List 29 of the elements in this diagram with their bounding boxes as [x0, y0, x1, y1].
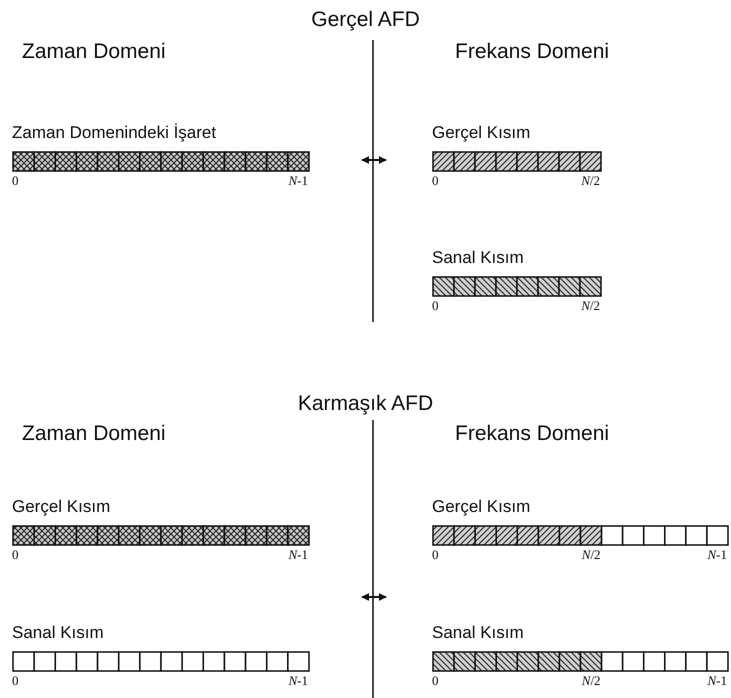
index-label: N/2 — [580, 547, 601, 563]
array-heading: Sanal Kısım — [432, 623, 524, 643]
index-label: N/2 — [580, 173, 600, 189]
index-label: 0 — [432, 547, 438, 563]
index-label: 0 — [432, 173, 438, 189]
index-label: 0 — [12, 547, 18, 563]
index-label: N/2 — [580, 673, 601, 689]
array-heading: Sanal Kısım — [12, 623, 104, 643]
array-heading: Zaman Domenindeki İşaret — [12, 123, 216, 143]
array-heading: Gerçel Kısım — [432, 497, 530, 517]
array-heading: Gerçel Kısım — [12, 497, 110, 517]
title: Gerçel AFD — [311, 8, 420, 31]
index-label: 0 — [432, 673, 438, 689]
section-heading: Zaman Domeni — [22, 422, 166, 445]
section-heading: Zaman Domeni — [22, 40, 166, 63]
index-label: N-1 — [706, 547, 727, 563]
index-label: 0 — [432, 298, 438, 314]
array-heading: Gerçel Kısım — [432, 123, 530, 143]
index-label: 0 — [12, 673, 18, 689]
index-label: N-1 — [287, 173, 308, 189]
section-title: Karmaşık AFD — [298, 392, 434, 415]
index-label: 0 — [12, 173, 18, 189]
index-label: N-1 — [287, 547, 308, 563]
index-label: N-1 — [287, 673, 308, 689]
index-label: N-1 — [706, 673, 727, 689]
array-heading: Sanal Kısım — [432, 248, 524, 268]
index-label: N/2 — [580, 298, 600, 314]
section-heading: Frekans Domeni — [455, 40, 610, 63]
section-heading: Frekans Domeni — [455, 422, 610, 445]
